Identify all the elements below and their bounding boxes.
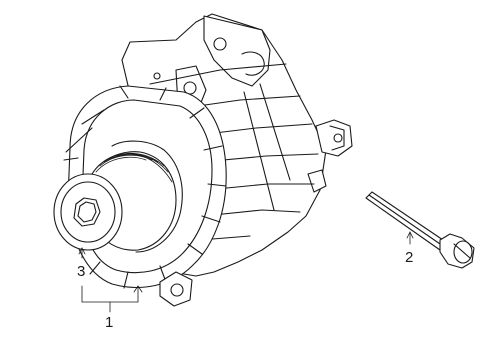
callout-label-3: 3: [77, 263, 85, 280]
mounting-bolt-icon: [365, 191, 475, 269]
callout-leaders: [78, 231, 414, 313]
callout-label-1: 1: [105, 314, 113, 331]
pulley-icon: [53, 173, 123, 251]
alternator-assembly-icon: [63, 13, 353, 307]
callout-label-2: 2: [405, 249, 413, 266]
